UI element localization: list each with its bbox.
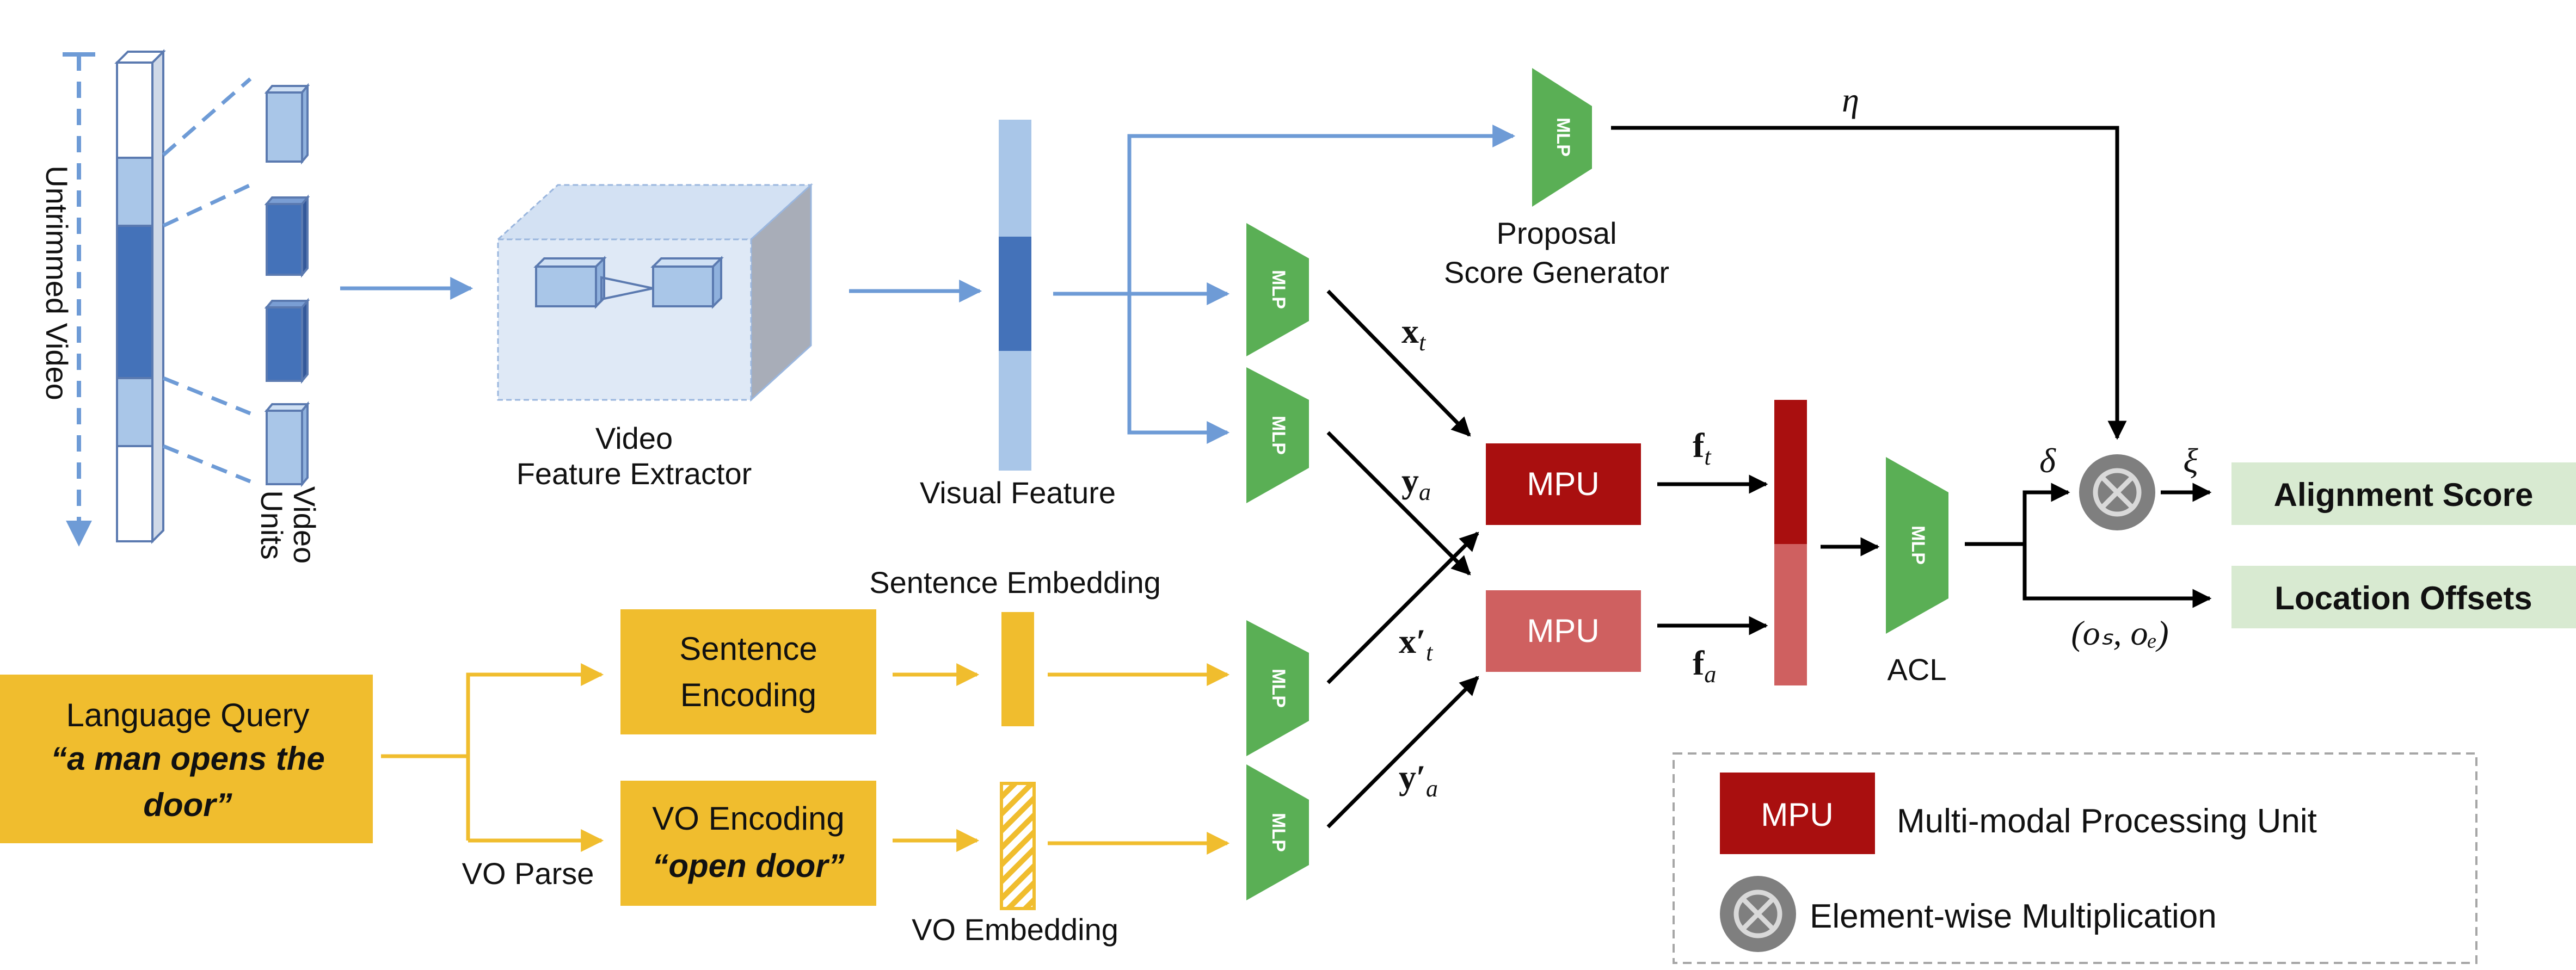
unit-connectors (162, 77, 252, 484)
video-units-label-1: Video (287, 486, 322, 564)
ya-label: ya (1401, 461, 1431, 505)
sentence-encoding-label-1: Sentence (679, 631, 817, 667)
mlp-visual-1: MLP (1246, 223, 1309, 356)
untrimmed-video-label: Untrimmed Video (40, 165, 74, 400)
vo-example-label: “open door” (652, 848, 844, 884)
location-offsets-label: Location Offsets (2274, 580, 2532, 616)
delta-symbol: δ (2039, 441, 2056, 480)
sentence-embedding-bar (1001, 612, 1034, 726)
mlp-sentence: MLP (1246, 620, 1309, 756)
ft-label: ft (1693, 426, 1712, 470)
alignment-score-box: Alignment Score (2231, 462, 2576, 525)
query-example-line1: “a man opens the (51, 740, 324, 777)
language-query-box: Language Query “a man opens the door” (0, 675, 373, 843)
mlp-visual-2: MLP (1246, 367, 1309, 503)
untrimmed-video-strip (63, 49, 166, 547)
mpu-label: MPU (1527, 466, 1599, 502)
legend: MPU Multi-modal Processing Unit Element-… (1673, 752, 2477, 964)
xi-symbol: ξ (2183, 441, 2198, 480)
mpu-label: MPU (1527, 613, 1599, 649)
vo-embedding-label: VO Embedding (912, 912, 1118, 947)
language-query-label: Language Query (66, 697, 309, 733)
legend-otimes-icon (1720, 876, 1796, 952)
video-unit-cube (264, 298, 310, 384)
acl-label: ACL (1888, 652, 1947, 687)
mlp-label: MLP (1268, 416, 1289, 455)
eta-symbol: η (1842, 81, 1859, 119)
proposal-label-2: Score Generator (1444, 255, 1669, 289)
hatched-embedding-icon (1000, 782, 1036, 910)
alignment-score-label: Alignment Score (2274, 477, 2534, 513)
legend-mpu-swatch (1720, 773, 1875, 854)
eta-path (1611, 126, 2127, 440)
mlp-label: MLP (1268, 669, 1289, 708)
proposal-label-1: Proposal (1496, 216, 1616, 250)
mlp-acl: MLP (1886, 457, 1948, 634)
video-unit-cube (264, 194, 310, 278)
extractor-label-1: Video (595, 421, 673, 455)
video-feature-extractor (496, 183, 813, 402)
visual-feature-arrows (1053, 125, 1516, 444)
location-offsets-box: Location Offsets (2231, 566, 2576, 628)
mpu-input-arrows (1326, 289, 1479, 829)
legend-mpu-label: MPU (1761, 796, 1833, 833)
fa-label: fa (1693, 644, 1716, 688)
fused-feature-bar (1774, 400, 1807, 685)
visual-feature-label: Visual Feature (920, 475, 1116, 510)
acl-output-arrows (1965, 483, 2212, 608)
video-unit-cube (264, 83, 310, 165)
otimes-icon (2079, 454, 2155, 530)
mlp-label: MLP (1553, 118, 1573, 157)
offsets-symbol: (oₛ, oₑ) (2071, 614, 2168, 652)
legend-mult-desc: Element-wise Multiplication (1810, 898, 2217, 935)
video-unit-cube (264, 401, 310, 487)
sentence-embedding-label: Sentence Embedding (869, 565, 1161, 600)
sentence-encoding-label-2: Encoding (680, 677, 816, 713)
sentence-encoding-box: Sentence Encoding (620, 609, 876, 734)
xpt-label: x′t (1399, 622, 1434, 666)
xt-label: xt (1401, 312, 1427, 356)
legend-mpu-desc: Multi-modal Processing Unit (1897, 802, 2317, 840)
mlp-vo: MLP (1246, 764, 1309, 900)
visual-feature-bar (999, 120, 1031, 471)
video-units (264, 83, 310, 487)
mlp-label: MLP (1268, 270, 1289, 309)
vo-encoding-box: VO Encoding “open door” (620, 781, 876, 906)
mpu-top: MPU (1486, 443, 1641, 525)
query-example-line2: door” (143, 787, 232, 823)
ypa-label: y′a (1399, 758, 1438, 802)
language-arrows (381, 663, 1230, 855)
mlp-label: MLP (1268, 813, 1289, 852)
vo-encoding-label: VO Encoding (652, 800, 845, 837)
mlp-proposal: MLP (1532, 68, 1592, 207)
vo-parse-label: VO Parse (462, 856, 594, 891)
extractor-label-2: Feature Extractor (517, 456, 752, 491)
mpu-bottom: MPU (1486, 590, 1641, 672)
video-units-label-2: Units (255, 490, 289, 560)
mlp-label: MLP (1908, 526, 1928, 565)
